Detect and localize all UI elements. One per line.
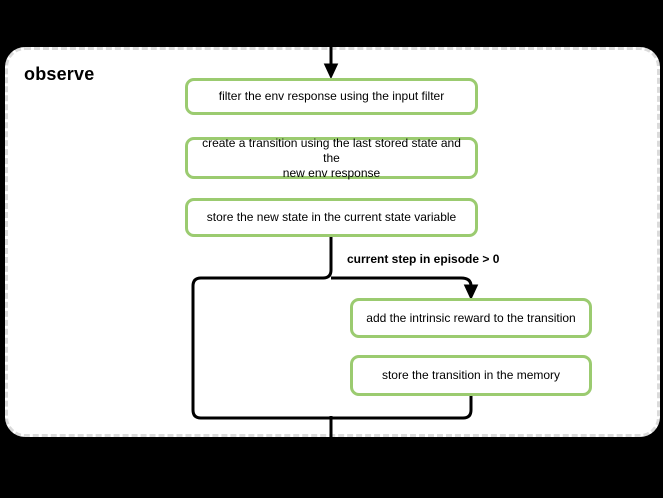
group-title: observe bbox=[24, 64, 95, 84]
node-store-new-state: store the new state in the current state… bbox=[185, 198, 478, 237]
node-add-intrinsic-reward: add the intrinsic reward to the transiti… bbox=[350, 298, 592, 338]
connector-bypass-loop bbox=[191, 237, 473, 420]
node-create-transition: create a transition using the last store… bbox=[185, 136, 478, 180]
connector-conditional-branch bbox=[331, 276, 473, 287]
branch-condition-label: current step in episode > 0 bbox=[347, 252, 500, 266]
node-store-transition-memory: store the transition in the memory bbox=[350, 355, 592, 396]
node-filter-env-response: filter the env response using the input … bbox=[185, 78, 478, 115]
conditional-arrowhead-icon bbox=[463, 284, 479, 301]
entry-arrowhead-icon bbox=[323, 63, 339, 80]
